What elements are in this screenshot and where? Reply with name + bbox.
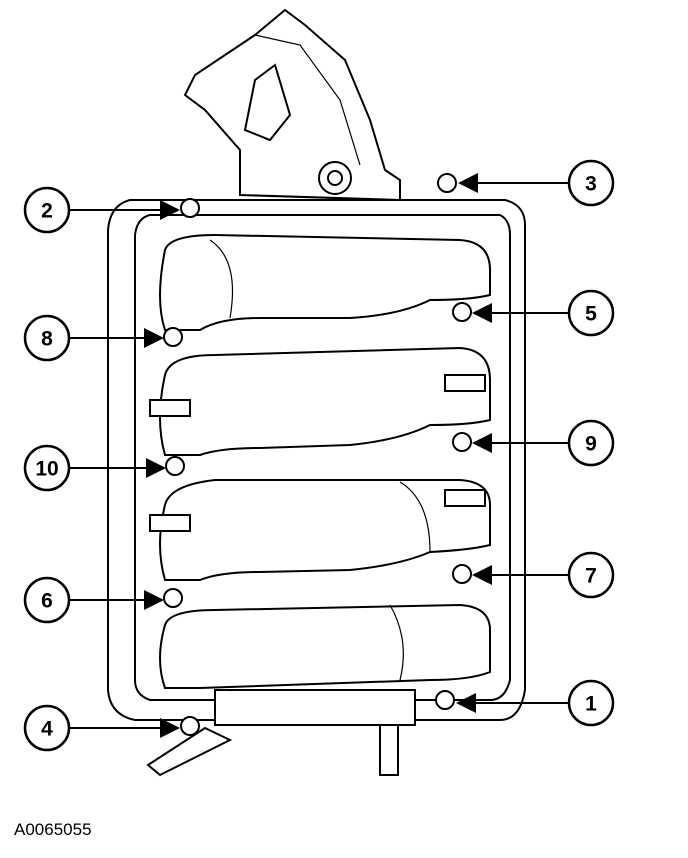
- callout-2: 2: [23, 186, 71, 234]
- svg-text:2: 2: [41, 200, 53, 223]
- svg-text:7: 7: [585, 565, 597, 588]
- bolt-2: [180, 198, 200, 218]
- callout-8: 8: [23, 314, 71, 362]
- intake-runners: [159, 233, 491, 689]
- fuel-injectors: [149, 374, 486, 532]
- bolt-8: [163, 327, 183, 347]
- callout-9: 9: [567, 419, 615, 467]
- bolt-5: [452, 302, 472, 322]
- bolt-1: [435, 690, 455, 710]
- callout-10: 10: [23, 444, 71, 492]
- svg-text:8: 8: [41, 328, 53, 351]
- callout-4: 4: [23, 704, 71, 752]
- bolt-9: [452, 432, 472, 452]
- svg-text:3: 3: [585, 173, 597, 196]
- bolts: [163, 173, 472, 736]
- gasket-outline: [107, 199, 526, 721]
- svg-text:1: 1: [585, 693, 597, 716]
- callout-6: 6: [23, 576, 71, 624]
- svg-text:5: 5: [585, 303, 597, 326]
- bolt-3: [437, 173, 457, 193]
- bolt-7: [452, 564, 472, 584]
- svg-text:9: 9: [585, 433, 597, 456]
- throttle-body-neck: [183, 8, 401, 202]
- figure-id: A0065055: [14, 820, 92, 839]
- svg-text:4: 4: [41, 718, 53, 741]
- bolt-10: [165, 456, 185, 476]
- bolt-4: [180, 716, 200, 736]
- manifold-flange: [134, 214, 511, 701]
- callout-1: 1: [567, 679, 615, 727]
- callout-5: 5: [567, 289, 615, 337]
- svg-text:10: 10: [35, 458, 58, 481]
- svg-text:6: 6: [41, 590, 53, 613]
- callout-3: 3: [567, 159, 615, 207]
- coolant-crossover: [146, 689, 416, 777]
- callout-7: 7: [567, 551, 615, 599]
- bolt-6: [163, 588, 183, 608]
- leader-arrows: [69, 173, 569, 738]
